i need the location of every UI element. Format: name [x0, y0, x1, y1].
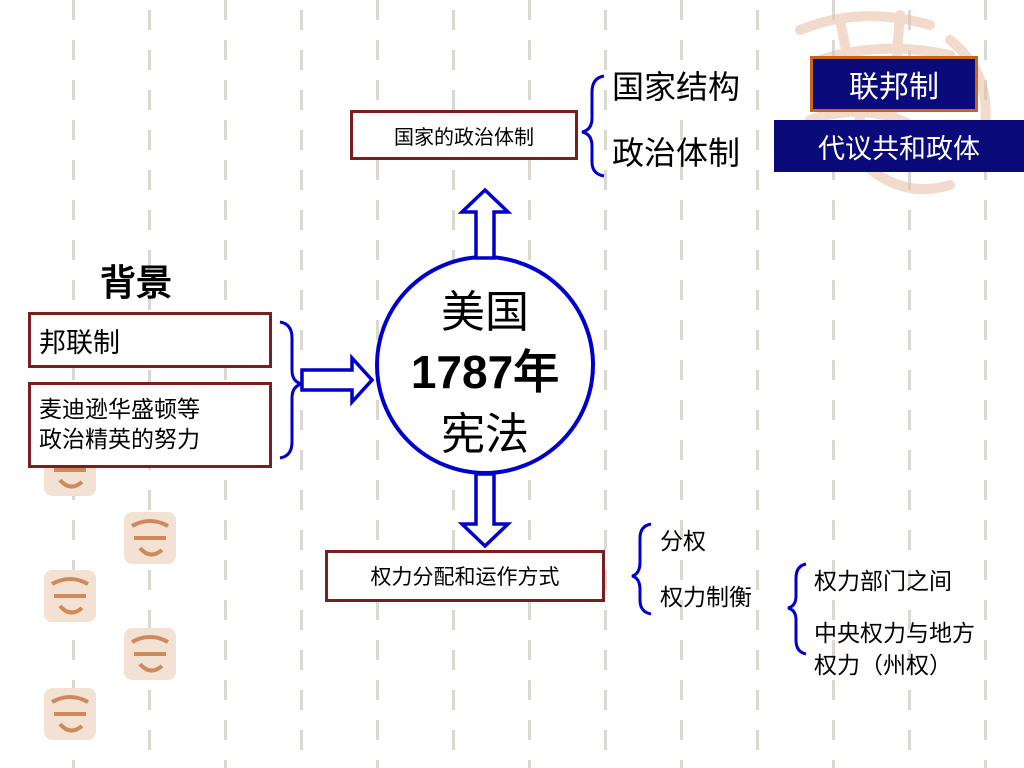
brace-sub	[787, 562, 807, 656]
between-branches-label: 权力部门之间	[814, 569, 952, 595]
political-system-label: 国家的政治体制	[394, 124, 534, 149]
federal-system-badge: 联邦制	[810, 56, 978, 112]
power-distribution-box: 权力分配和运作方式	[325, 550, 605, 602]
power-distribution-label: 权力分配和运作方式	[370, 565, 560, 589]
founders-effort-line1: 麦迪逊华盛顿等	[39, 397, 200, 423]
brace-bottom	[631, 522, 652, 616]
decorative-stamp	[124, 512, 176, 564]
state-structure-label: 国家结构	[612, 68, 741, 106]
representative-republic-badge: 代议共和政体	[774, 120, 1024, 172]
founders-effort-line2: 政治精英的努力	[39, 427, 200, 453]
political-regime-label: 政治体制	[612, 134, 741, 172]
decorative-stamp	[124, 628, 176, 680]
brace-top	[581, 74, 605, 178]
confederation-label: 邦联制	[39, 327, 120, 359]
up-arrow	[457, 187, 513, 260]
right-arrow	[300, 353, 375, 407]
background-heading: 背景	[100, 262, 173, 304]
founders-effort-box: 麦迪逊华盛顿等 政治精英的努力	[28, 382, 272, 468]
central-local-line2: 权力（州权）	[814, 653, 952, 679]
center-title-line3: 宪法	[441, 409, 529, 460]
separation-of-powers-label: 分权	[660, 529, 706, 555]
representative-republic-value: 代议共和政体	[818, 133, 980, 165]
confederation-box: 邦联制	[28, 312, 272, 368]
decorative-stamp	[44, 570, 96, 622]
down-arrow	[457, 472, 513, 549]
political-system-box: 国家的政治体制	[350, 110, 578, 160]
center-title-line2: 1787年	[410, 346, 560, 398]
checks-and-balances-label: 权力制衡	[660, 585, 752, 611]
decorative-stamp	[44, 688, 96, 740]
brace-left	[279, 320, 303, 460]
central-local-line1: 中央权力与地方	[814, 621, 975, 647]
federal-system-value: 联邦制	[849, 70, 939, 105]
center-title-line1: 美国	[441, 287, 529, 338]
